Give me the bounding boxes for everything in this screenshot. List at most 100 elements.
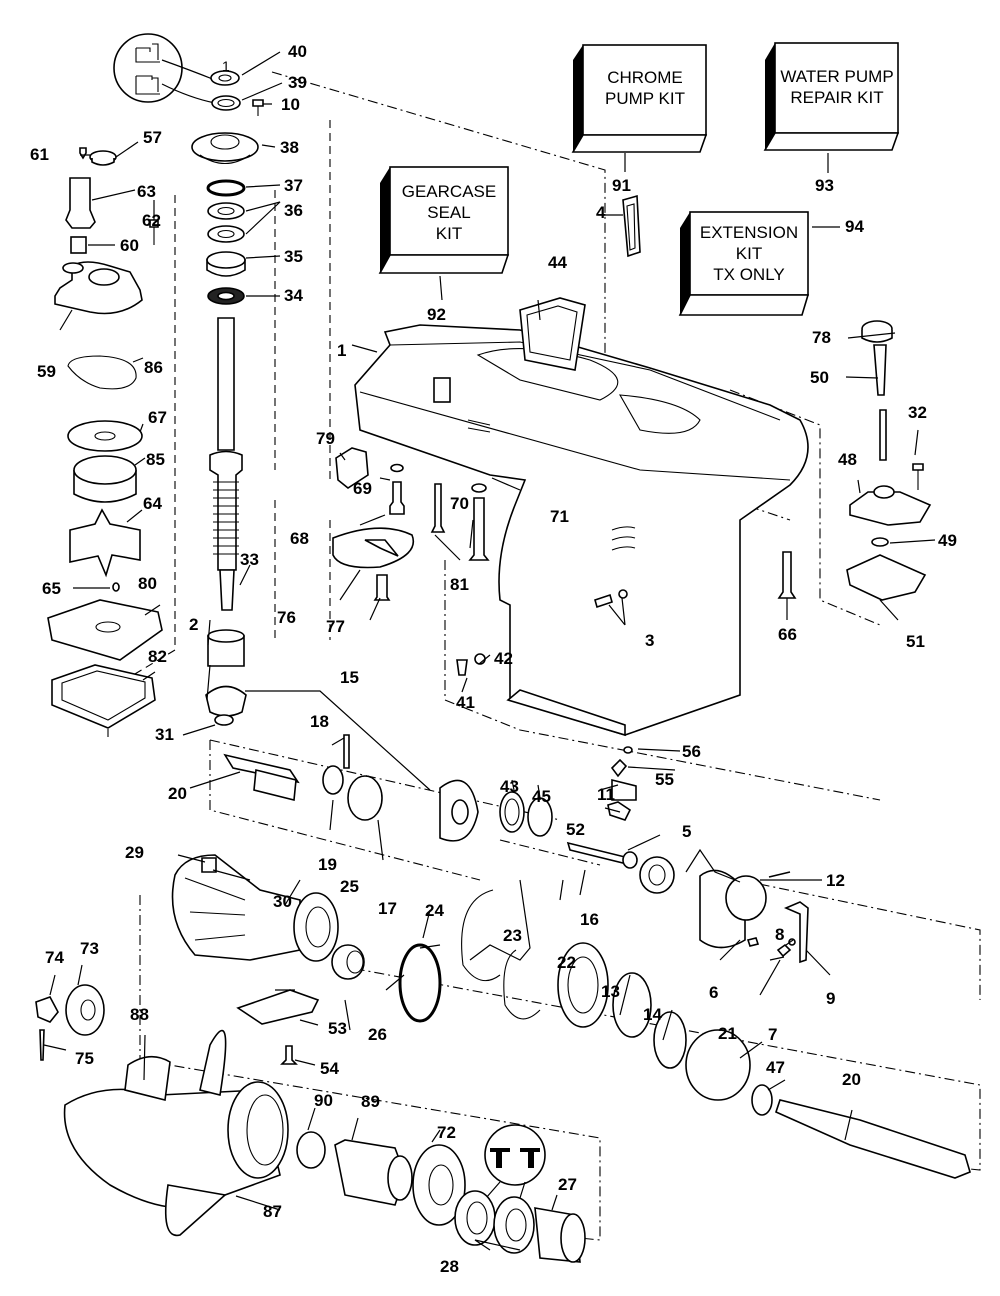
callout-19: 19 [318,855,337,874]
callout-75: 75 [75,1049,94,1068]
kit-label-line: PUMP KIT [605,89,685,108]
callout-7: 7 [768,1025,777,1044]
callout-53: 53 [328,1019,347,1038]
kit-label-line: WATER PUMP [780,67,893,86]
callout-22: 22 [557,953,576,972]
callout-2: 2 [189,615,198,634]
callout-73: 73 [80,939,99,958]
callout-61: 61 [30,145,49,164]
callout-60: 60 [120,236,139,255]
kit-box-chrome-pump: CHROME PUMP KIT [571,44,708,172]
kit-box-gearcase-seal: GEARCASE SEAL KIT [378,166,510,301]
callout-82: 82 [148,647,167,666]
callout-41: 41 [456,693,475,712]
callout-65: 65 [42,579,61,598]
callout-78: 78 [812,328,831,347]
callout-1: 1 [337,341,346,360]
kit-label-line: EXTENSION [700,223,798,242]
callout-28: 28 [440,1257,459,1276]
callout-16: 16 [580,910,599,929]
callout-89: 89 [361,1092,380,1111]
kit-label-line: KIT [436,224,462,243]
callout-51: 51 [906,632,925,651]
leader-lines [43,51,936,1251]
callout-17: 17 [378,899,397,918]
callout-52: 52 [566,820,585,839]
callout-3: 3 [645,631,654,650]
kit-label-line: TX ONLY [713,265,784,284]
callout-90: 90 [314,1091,333,1110]
callout-42: 42 [494,649,513,668]
callout-36: 36 [284,201,303,220]
callout-29: 29 [125,843,144,862]
kit-label-line: CHROME [607,68,683,87]
callout-74: 74 [45,948,64,967]
callout-91: 91 [612,176,631,195]
callout-20-upper: 20 [168,784,187,803]
callout-71: 71 [550,507,569,526]
propeller-shaft [685,1029,971,1179]
callout-6: 6 [709,983,718,1002]
callout-8: 8 [775,925,784,944]
callout-85: 85 [146,450,165,469]
callout-18: 18 [310,712,329,731]
kit-label-line: REPAIR KIT [790,88,883,107]
callout-39: 39 [288,73,307,92]
callout-77: 77 [326,617,345,636]
seal-detail-inset-bottom [454,1124,586,1263]
callout-15: 15 [340,668,359,687]
shift-rod-assembly [519,194,932,601]
callout-12: 12 [826,871,845,890]
callout-69: 69 [353,479,372,498]
callout-44: 44 [548,253,567,272]
callout-94: 94 [845,217,864,236]
callout-21: 21 [718,1024,737,1043]
callout-38: 38 [280,138,299,157]
anode-and-fasteners [332,447,797,778]
callout-81: 81 [450,575,469,594]
callout-50: 50 [810,368,829,387]
callout-80: 80 [138,574,157,593]
callout-25: 25 [340,877,359,896]
callout-57: 57 [143,128,162,147]
callout-55: 55 [655,770,674,789]
callout-11: 11 [597,785,615,804]
callout-1-inset: 1 [222,58,230,74]
callout-14: 14 [643,1005,662,1024]
callout-37: 37 [284,176,303,195]
callout-5: 5 [682,822,691,841]
callout-43: 43 [500,777,519,796]
callout-47: 47 [766,1058,785,1077]
callout-54: 54 [320,1059,339,1078]
callout-62: 62 [142,211,161,230]
callout-86: 86 [144,358,163,377]
part-callouts: 40 1 39 10 38 37 36 35 34 33 61 57 63 62… [30,42,957,1276]
kit-label-line: KIT [736,244,762,263]
callout-24: 24 [425,901,444,920]
callout-48: 48 [838,450,857,469]
callout-40: 40 [288,42,307,61]
callout-92: 92 [427,305,446,324]
callout-49: 49 [938,531,957,550]
callout-79: 79 [316,429,335,448]
pinion-gear-train [205,629,809,964]
callout-45: 45 [532,787,551,806]
callout-32: 32 [908,403,927,422]
callout-13: 13 [601,982,620,1001]
driveshaft-stack [191,70,264,611]
callout-26: 26 [368,1025,387,1044]
callout-67: 67 [148,408,167,427]
callout-27: 27 [558,1175,577,1194]
callout-10: 10 [281,95,300,114]
callout-68: 68 [290,529,309,548]
callout-9: 9 [826,989,835,1008]
callout-33: 33 [240,550,259,569]
callout-88: 88 [130,1005,149,1024]
callout-66: 66 [778,625,797,644]
callout-64: 64 [143,494,162,513]
kit-label-line: GEARCASE [402,182,496,201]
kit-box-extension: EXTENSION KIT TX ONLY [678,211,840,316]
callout-4: 4 [596,203,606,222]
callout-59: 59 [37,362,56,381]
